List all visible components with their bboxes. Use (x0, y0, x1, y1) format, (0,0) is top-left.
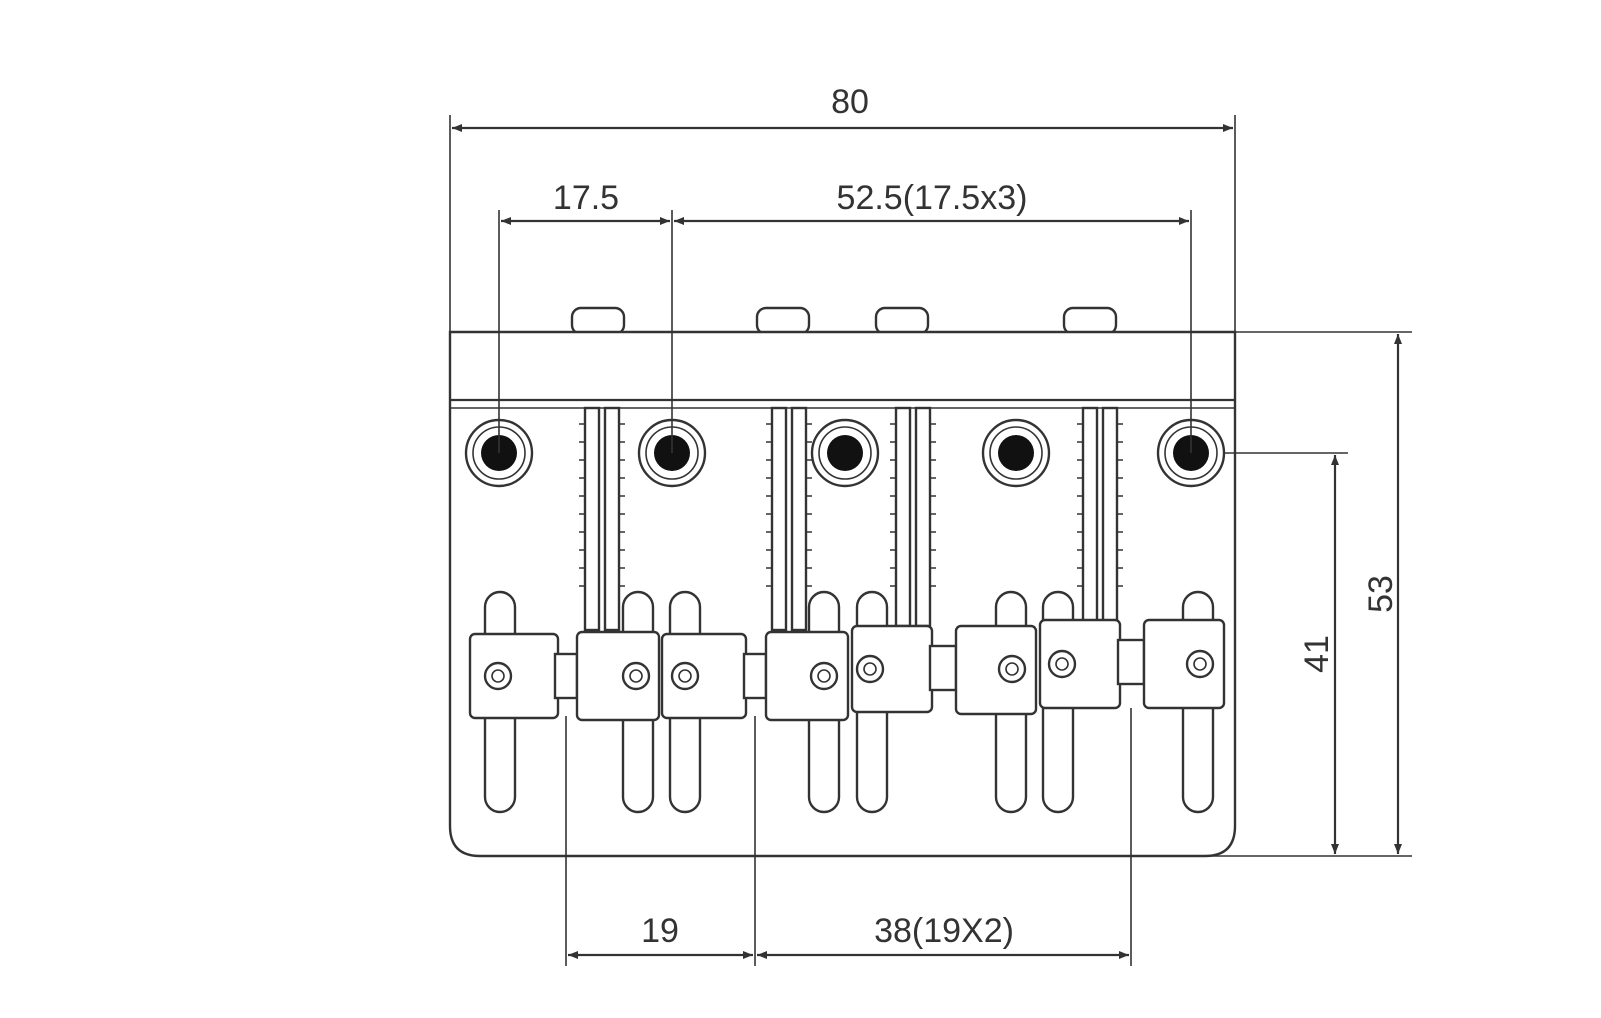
dimension-overall-width: 80 (449, 83, 1236, 332)
mounting-hole (981, 418, 1051, 488)
dimension-label: 80 (831, 83, 869, 121)
intonation-screw (1077, 406, 1123, 624)
dimension-label: 41 (1298, 635, 1336, 673)
dimension-label: 17.5 (553, 179, 619, 217)
saddles (468, 618, 1226, 722)
dimension-label: 53 (1362, 575, 1400, 613)
dimension-label: 19 (641, 912, 679, 950)
saddle (468, 630, 661, 722)
intonation-screw (766, 406, 812, 632)
rear-tab (570, 306, 626, 336)
dimension-overall-height: 53 (1205, 331, 1412, 857)
intonation-screws (579, 406, 1123, 632)
saddle (1038, 618, 1226, 710)
rear-tab (874, 306, 930, 336)
dimension-string-spacing: 19 38(19X2) (565, 708, 1132, 966)
rear-tab (755, 306, 811, 336)
mounting-hole (810, 418, 880, 488)
intonation-screw (579, 406, 625, 632)
intonation-screw (890, 406, 936, 628)
saddle (850, 624, 1038, 716)
dimension-label: 52.5(17.5x3) (837, 179, 1028, 217)
dimension-label: 38(19X2) (874, 912, 1014, 950)
saddle (660, 630, 850, 722)
dimension-hole-spacing: 17.5 52.5(17.5x3) (498, 179, 1192, 453)
rear-tab (1062, 306, 1118, 336)
dimension-hole-to-bottom: 41 (1224, 452, 1348, 854)
